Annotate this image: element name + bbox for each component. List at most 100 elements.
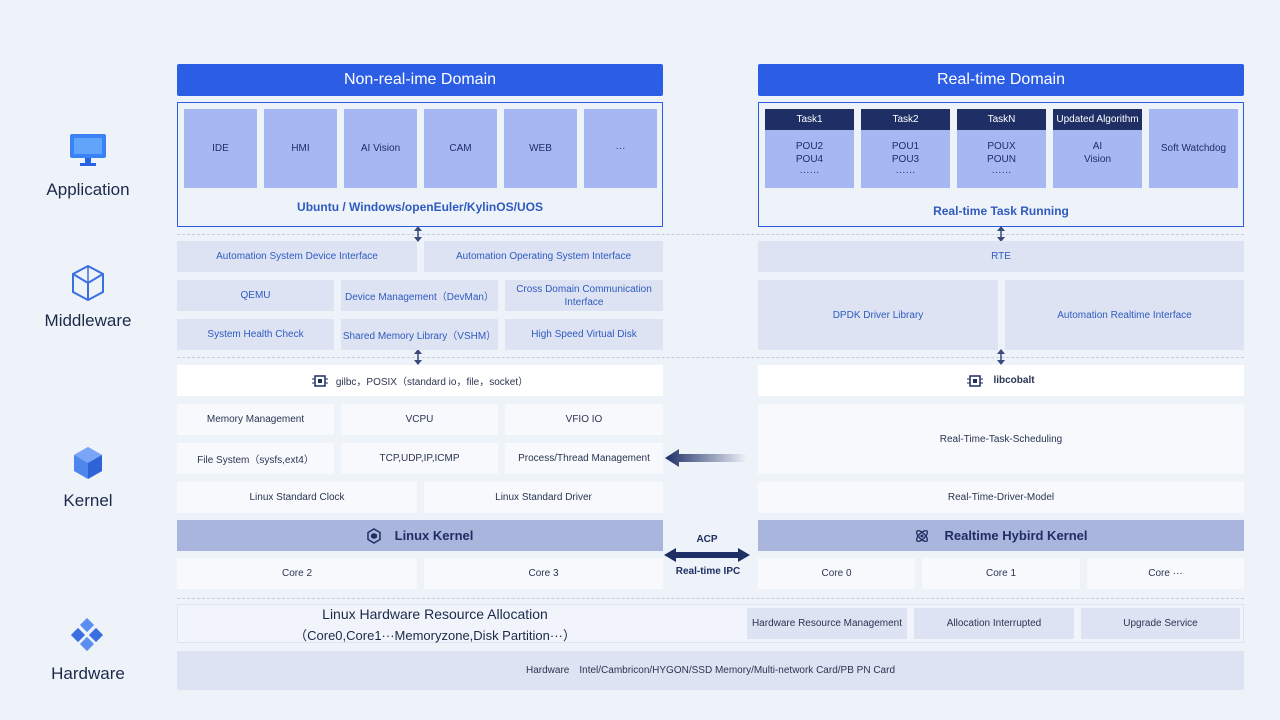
qemu: QEMU <box>177 280 334 311</box>
double-arrow-icon <box>414 226 422 242</box>
task-line: AI <box>1092 141 1103 152</box>
hardware-bar-label: Hardware <box>526 665 570 676</box>
app-cam: CAM <box>424 109 497 188</box>
application-layer: Application <box>18 128 158 200</box>
rt-task-scheduling: Real-Time-Task-Scheduling <box>758 404 1244 474</box>
cubes-cluster-icon <box>70 618 104 652</box>
acp-label: ACP <box>696 534 718 545</box>
libcobalt-label: libcobalt <box>993 375 1035 386</box>
virtual-disk: High Speed Virtual Disk <box>505 319 663 350</box>
rt-domain-title: Real-time Domain <box>758 64 1244 96</box>
core-2: Core 2 <box>177 558 417 589</box>
task-line: POU2 <box>795 141 824 152</box>
ipc-label: Real-time IPC <box>675 566 741 577</box>
hexagon-cube-icon <box>72 264 104 302</box>
network-stack: TCP,UDP,IP,ICMP <box>341 443 498 474</box>
dpdk-driver-library: DPDK Driver Library <box>758 280 998 350</box>
task-line: POUX <box>987 141 1016 152</box>
kernel-layer: Kernel <box>18 445 158 517</box>
task-line: ······ <box>799 167 820 178</box>
app-ide: IDE <box>184 109 257 188</box>
task-card: Task1 POU2 POU4 ······ <box>765 109 854 188</box>
hardware-bar-list: Intel/Cambricon/HYGON/SSD Memory/Multi-n… <box>579 665 895 676</box>
task-line: ······ <box>991 167 1012 178</box>
separator <box>177 357 1244 358</box>
vfio-io: VFIO IO <box>505 404 663 435</box>
hardware-layer: Hardware <box>18 618 158 690</box>
cross-domain-interface: Cross Domain Communication Interface <box>505 280 663 311</box>
devman: Device Management（DevMan） <box>341 280 498 311</box>
allocation-interrupted: Allocation Interrupted <box>914 608 1074 639</box>
rt-kernel-bar: Realtime Hybird Kernel <box>758 520 1244 551</box>
vcpu: VCPU <box>341 404 498 435</box>
middleware-layer: Middleware <box>18 262 158 334</box>
task-title: Task1 <box>765 109 854 130</box>
kernel-label: Kernel <box>63 491 113 510</box>
non-rt-domain-title: Non-real-ime Domain <box>177 64 663 96</box>
app-hmi: HMI <box>264 109 337 188</box>
task-line: POU4 <box>795 154 824 165</box>
file-system: File System（sysfs,ext4） <box>177 443 334 474</box>
os-label: Ubuntu / Windows/openEuler/KylinOS/UOS <box>297 200 543 214</box>
linux-standard-driver: Linux Standard Driver <box>424 482 663 513</box>
glibc-bar: gilbc，POSIX（standard io，file，socket） <box>177 365 663 396</box>
middleware-label: Middleware <box>44 311 132 330</box>
task-title: Task2 <box>861 109 950 130</box>
soft-watchdog: Soft Watchdog <box>1149 109 1238 188</box>
kernel-hexagon-icon <box>366 527 381 544</box>
hw-allocation-sub: （Core0,Core1···Memoryzone,Disk Partition… <box>294 628 576 643</box>
device-interface: Automation System Device Interface <box>177 241 417 272</box>
rt-running-label: Real-time Task Running <box>933 204 1069 218</box>
hardware-resource-management: Hardware Resource Management <box>747 608 907 639</box>
separator <box>177 234 1244 235</box>
application-label: Application <box>46 180 130 199</box>
atom-icon <box>916 529 929 542</box>
vshm: Shared Memory Library（VSHM） <box>341 319 498 350</box>
upgrade-service: Upgrade Service <box>1081 608 1240 639</box>
automation-realtime-interface: Automation Realtime Interface <box>1005 280 1244 350</box>
double-horizontal-arrow-icon <box>664 548 750 562</box>
double-arrow-icon <box>997 349 1005 365</box>
monitor-icon <box>70 134 106 166</box>
chip-icon <box>967 374 984 387</box>
rt-driver-model: Real-Time-Driver-Model <box>758 482 1244 513</box>
cube-icon <box>74 447 102 479</box>
task-title: Updated Algorithm <box>1053 109 1142 130</box>
chip-icon <box>311 374 328 387</box>
app-ai-vision: AI Vision <box>344 109 417 188</box>
linux-kernel-bar: Linux Kernel <box>177 520 663 551</box>
libcobalt-bar: libcobalt <box>758 365 1244 396</box>
task-line: Vision <box>1083 154 1112 165</box>
double-arrow-icon <box>997 226 1005 242</box>
task-card: Updated Algorithm AI Vision <box>1053 109 1142 188</box>
task-card: TaskN POUX POUN ······ <box>957 109 1046 188</box>
task-line: ······ <box>895 167 916 178</box>
app-more: ··· <box>584 109 657 188</box>
rt-kernel-label: Realtime Hybird Kernel <box>944 528 1088 543</box>
memory-management: Memory Management <box>177 404 334 435</box>
core-more: Core ··· <box>1087 558 1244 589</box>
app-web: WEB <box>504 109 577 188</box>
hw-allocation-title: Linux Hardware Resource Allocation <box>322 606 548 622</box>
task-line: POU3 <box>891 154 920 165</box>
separator <box>177 598 1244 599</box>
system-health-check: System Health Check <box>177 319 334 350</box>
hardware-bar: Hardware Intel/Cambricon/HYGON/SSD Memor… <box>177 651 1244 690</box>
linux-kernel-label: Linux Kernel <box>394 528 474 543</box>
task-line: POU1 <box>891 141 920 152</box>
core-0: Core 0 <box>758 558 915 589</box>
core-1: Core 1 <box>922 558 1080 589</box>
rte: RTE <box>758 241 1244 272</box>
task-title: TaskN <box>957 109 1046 130</box>
task-line: POUN <box>987 154 1016 165</box>
hardware-label: Hardware <box>51 664 125 683</box>
left-arrow-icon <box>665 449 747 467</box>
core-3: Core 3 <box>424 558 663 589</box>
process-thread-management: Process/Thread Management <box>505 443 663 474</box>
linux-standard-clock: Linux Standard Clock <box>177 482 417 513</box>
os-interface: Automation Operating System Interface <box>424 241 663 272</box>
non-rt-app-panel <box>177 102 663 227</box>
double-arrow-icon <box>414 349 422 365</box>
task-card: Task2 POU1 POU3 ······ <box>861 109 950 188</box>
glibc-label: gilbc，POSIX（standard io，file，socket） <box>335 377 529 388</box>
